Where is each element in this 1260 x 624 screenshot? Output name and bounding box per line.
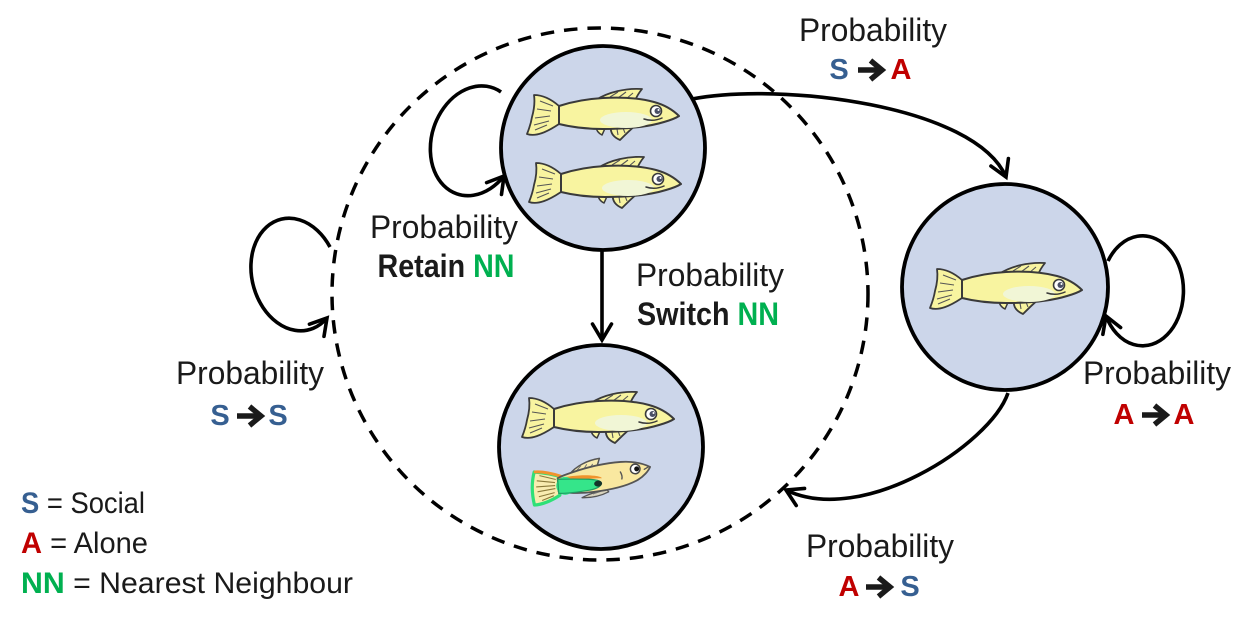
svg-text:A: A: [1174, 399, 1195, 431]
svg-text:A = Alone: A = Alone: [21, 527, 148, 560]
svg-text:Probability: Probability: [799, 12, 947, 48]
svg-text:Probability: Probability: [1083, 355, 1231, 391]
svg-text:Probability: Probability: [806, 528, 954, 564]
svg-text:Probability: Probability: [370, 209, 518, 245]
svg-text:A: A: [1114, 399, 1135, 431]
svg-text:S: S: [268, 400, 287, 432]
svg-text:S: S: [829, 54, 848, 86]
svg-text:Probability: Probability: [636, 257, 784, 293]
svg-text:S: S: [900, 571, 919, 603]
svg-text:Probability: Probability: [176, 355, 324, 391]
svg-text:Retain NN: Retain NN: [378, 248, 515, 284]
svg-text:A: A: [839, 571, 860, 603]
svg-text:S = Social: S = Social: [21, 487, 145, 520]
svg-text:Switch NN: Switch NN: [637, 296, 779, 332]
svg-text:NN = Nearest Neighbour: NN = Nearest Neighbour: [21, 567, 353, 600]
svg-text:A: A: [891, 54, 912, 86]
svg-text:S: S: [210, 400, 229, 432]
